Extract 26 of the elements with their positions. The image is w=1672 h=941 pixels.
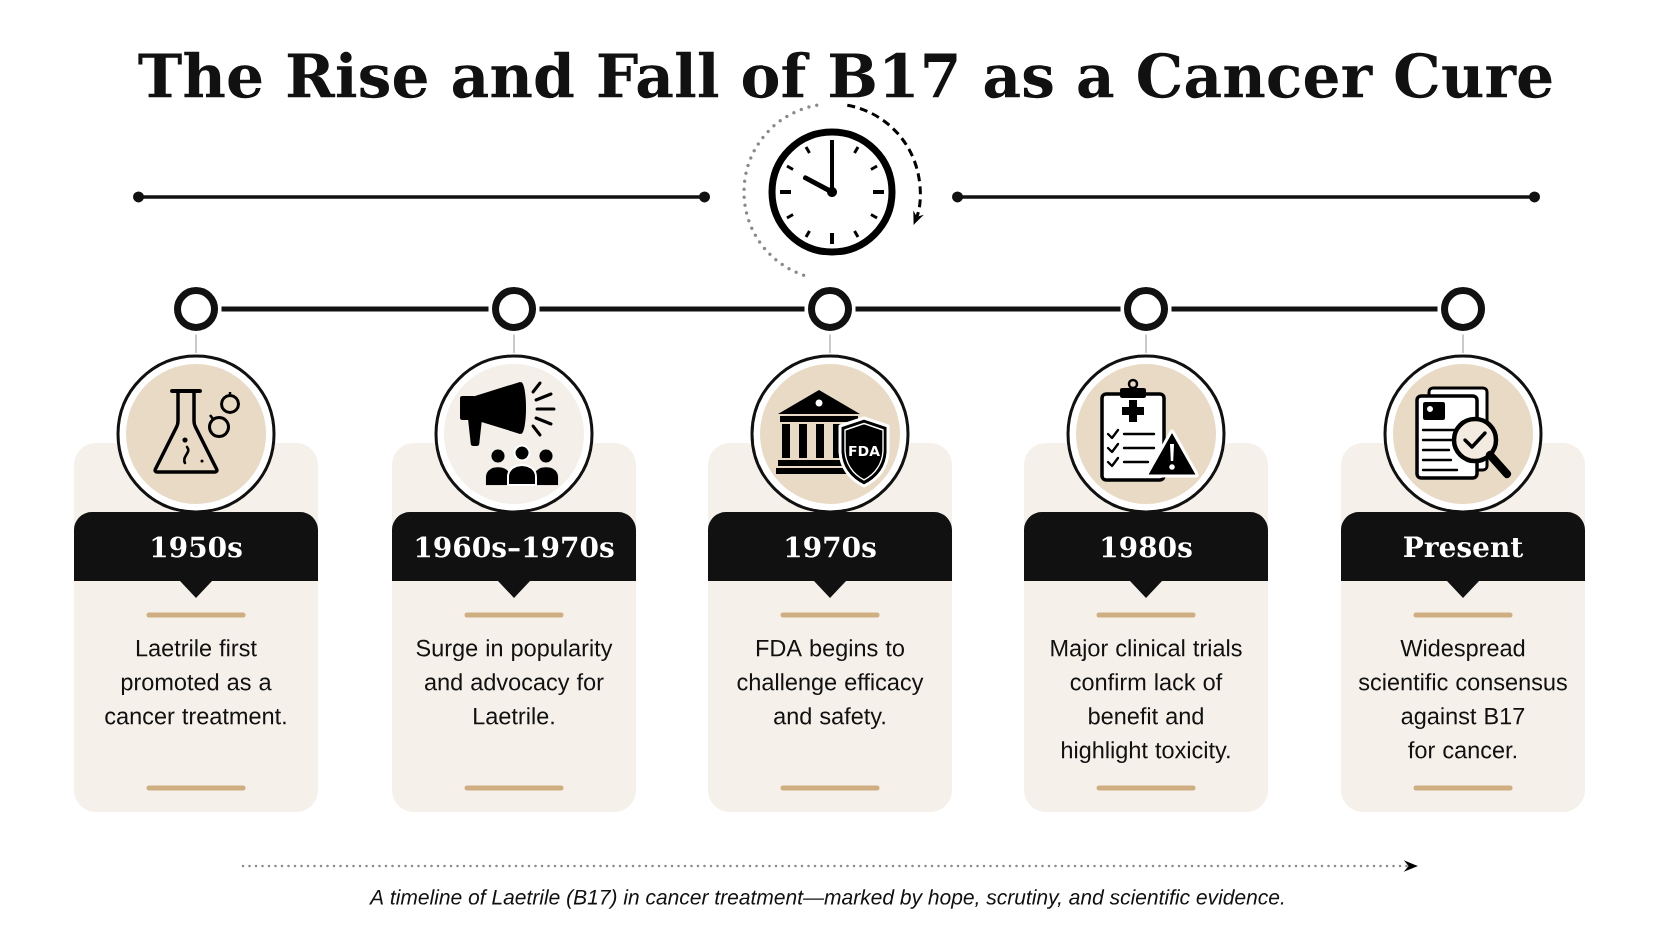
event-description: Widespread scientific consensus against B17 for cancer. <box>1358 639 1567 759</box>
caption: A timeline of Laetrile (B17) in cancer treatment—marked by hope, scrutiny, and scientific evidence. <box>369 889 1284 909</box>
timeline-dot <box>1124 287 1168 331</box>
year-banner: 1980s <box>1024 512 1268 598</box>
year-banner: 1950s <box>74 512 318 598</box>
event-description: Surge in popularity and advocacy for Laetrile. <box>416 639 613 725</box>
year-banner: 1970s <box>708 512 952 598</box>
connector-line <box>513 333 515 354</box>
year-banner: Present <box>1341 512 1585 598</box>
connector-line <box>1145 333 1147 354</box>
timeline-line <box>1171 306 1438 312</box>
timeline-dot <box>492 287 536 331</box>
event-description: FDA begins to challenge efficacy and safety. <box>737 639 924 730</box>
timeline-line <box>221 306 489 312</box>
connector-line <box>829 333 831 354</box>
timeline-line <box>855 306 1121 312</box>
connector-line <box>195 333 197 354</box>
connector-line <box>1462 333 1464 354</box>
timeline-line <box>539 306 805 312</box>
timeline-dot <box>174 287 218 331</box>
timeline-dot <box>1441 287 1485 331</box>
event-description: Laetrile first promoted as a cancer treatment. <box>105 639 286 725</box>
timeline-dot <box>808 287 852 331</box>
title: The Rise and Fall of B17 as a Cancer Cure <box>138 51 1552 99</box>
event-description: Major clinical trials confirm lack of benefit and highlight toxicity. <box>1051 639 1242 764</box>
year-banner: 1960s–1970s <box>392 512 636 598</box>
